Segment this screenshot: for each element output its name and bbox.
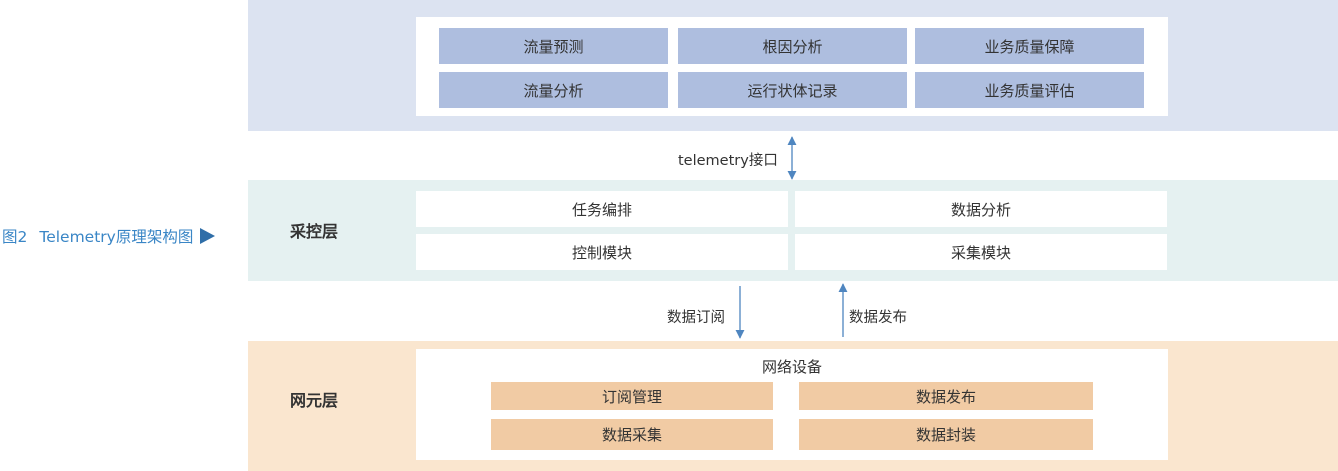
module-data-analysis: 数据分析 (795, 191, 1167, 227)
module-collection: 采集模块 (795, 234, 1167, 270)
network-element-layer-label: 网元层 (290, 391, 339, 410)
module-data-publishing: 数据发布 (799, 382, 1093, 410)
figure-title: Telemetry原理架构图 (39, 228, 194, 246)
control-layer-label: 采控层 (290, 222, 339, 241)
data-publish-label: 数据发布 (849, 310, 907, 326)
telemetry-interface-label: telemetry接口 (678, 153, 778, 169)
module-subscription-management: 订阅管理 (491, 382, 773, 410)
figure-caption: 图2 Telemetry原理架构图 (2, 224, 246, 248)
module-traffic-analysis: 流量分析 (439, 72, 668, 108)
module-data-encapsulation: 数据封装 (799, 419, 1093, 450)
caption-pointer-icon (200, 228, 216, 244)
module-service-quality-assurance: 业务质量保障 (915, 28, 1144, 64)
module-data-collection: 数据采集 (491, 419, 773, 450)
module-task-orchestration: 任务编排 (416, 191, 788, 227)
module-root-cause-analysis: 根因分析 (678, 28, 907, 64)
module-service-quality-evaluation: 业务质量评估 (915, 72, 1144, 108)
module-run-status-record: 运行状体记录 (678, 72, 907, 108)
module-traffic-prediction: 流量预测 (439, 28, 668, 64)
figure-number: 图2 (2, 228, 28, 246)
data-subscribe-label: 数据订阅 (667, 310, 725, 326)
module-control: 控制模块 (416, 234, 788, 270)
network-device-title: 网络设备 (761, 358, 822, 376)
